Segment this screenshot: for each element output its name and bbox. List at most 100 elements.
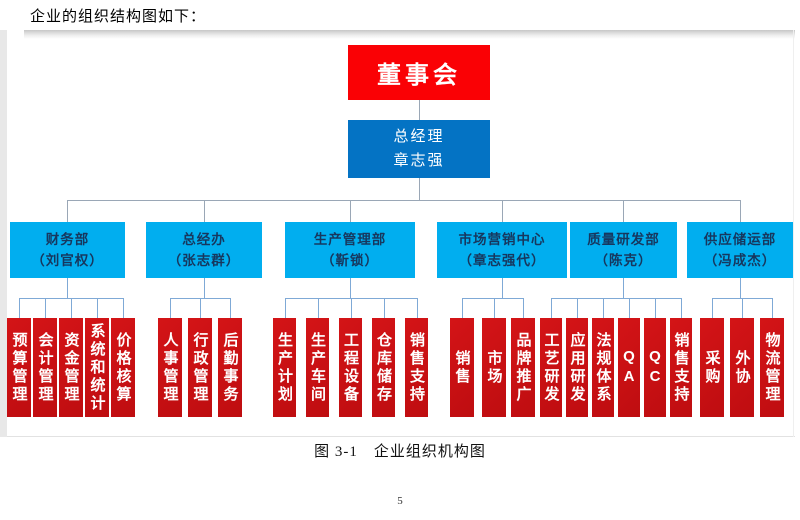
connector-dept-stem-2 — [350, 278, 351, 298]
sub-box-4-2: 法规体系 — [592, 318, 614, 417]
sub-box-0-2: 资金管理 — [59, 318, 83, 417]
sub-box-3-1: 市场 — [482, 318, 506, 417]
dept-name: 质量研发部 — [587, 232, 660, 247]
dept-manager: （张志群） — [167, 253, 241, 268]
connector-drop-dept-1 — [204, 200, 205, 222]
sub-box-4-5: 销售支持 — [670, 318, 692, 417]
connector-drop-sub-2-3 — [383, 298, 385, 318]
connector-drop-sub-4-0 — [551, 298, 552, 318]
connector-dept-stem-4 — [623, 278, 624, 298]
sub-box-0-1: 会计管理 — [33, 318, 57, 417]
sub-label: 价格核算 — [114, 331, 132, 404]
sub-label: 物流管理 — [763, 331, 781, 404]
dept-name: 供应储运部 — [703, 232, 777, 247]
sub-label: QA — [620, 347, 638, 388]
sub-box-2-0: 生产计划 — [273, 318, 296, 417]
connector-drop-sub-5-2 — [772, 298, 773, 318]
connector-drop-sub-4-2 — [603, 298, 604, 318]
page-edge-strip — [0, 30, 7, 437]
sub-label: 销售 — [453, 349, 471, 386]
sub-label: 工程设备 — [342, 331, 359, 404]
dept-name: 财务部 — [45, 232, 90, 247]
gm-box: 总经理章志强 — [348, 120, 490, 178]
connector-drop-sub-5-0 — [712, 298, 713, 318]
sub-label: 生产计划 — [276, 331, 293, 404]
sub-label: 市场 — [485, 349, 503, 386]
connector-drop-dept-3 — [502, 200, 503, 222]
connector-drop-sub-4-3 — [629, 298, 630, 318]
connector-drop-sub-4-4 — [655, 298, 656, 318]
connector-drop-dept-2 — [350, 200, 351, 222]
sub-label: 法规体系 — [594, 331, 612, 404]
connector-drop-dept-0 — [67, 200, 68, 222]
dept-name: 市场营销中心 — [458, 232, 546, 247]
sub-label: 外协 — [733, 349, 751, 386]
sub-label: QC — [646, 347, 664, 388]
sub-box-2-4: 销售支持 — [405, 318, 428, 417]
dept-name: 生产管理部 — [313, 232, 387, 247]
connector-top-bus — [67, 200, 740, 201]
connector-drop-sub-0-3 — [97, 298, 98, 318]
connector-board-gm — [419, 100, 420, 120]
sub-label: 行政管理 — [191, 331, 209, 404]
sub-label: 系统和统计 — [88, 322, 106, 413]
connector-drop-sub-2-4 — [416, 298, 418, 318]
gm-name: 章志强 — [393, 152, 445, 169]
connector-drop-sub-2-0 — [284, 298, 286, 318]
sub-box-1-1: 行政管理 — [188, 318, 212, 417]
sub-box-3-2: 品牌推广 — [511, 318, 535, 417]
connector-drop-sub-3-0 — [462, 298, 463, 318]
connector-drop-sub-1-0 — [170, 298, 171, 318]
sub-box-1-2: 后勤事务 — [218, 318, 242, 417]
board-label: 董事会 — [377, 62, 461, 89]
sub-box-5-2: 物流管理 — [760, 318, 784, 417]
sub-box-0-4: 价格核算 — [111, 318, 135, 417]
connector-group-bus-3 — [462, 298, 523, 299]
sub-box-0-3: 系统和统计 — [85, 318, 109, 417]
sub-label: 会计管理 — [36, 331, 54, 404]
connector-drop-sub-0-1 — [45, 298, 46, 318]
sub-label: 销售支持 — [408, 331, 425, 404]
page-heading: 企业的组织结构图如下： — [30, 9, 207, 25]
dept-box-1: 总经办 （张志群） — [146, 222, 262, 278]
sub-box-2-3: 仓库储存 — [372, 318, 395, 417]
connector-drop-sub-0-2 — [71, 298, 72, 318]
sub-label: 生产车间 — [309, 331, 326, 404]
connector-drop-sub-3-1 — [494, 298, 495, 318]
dept-manager: （冯成杰） — [703, 253, 777, 268]
sub-box-4-4: QC — [644, 318, 666, 417]
sub-label: 工艺研发 — [542, 331, 560, 404]
sub-label: 销售支持 — [672, 331, 690, 404]
connector-dept-stem-5 — [740, 278, 741, 298]
connector-drop-sub-2-1 — [317, 298, 319, 318]
connector-dept-stem-1 — [204, 278, 205, 298]
sub-label: 应用研发 — [568, 331, 586, 404]
board-box: 董事会 — [348, 45, 490, 100]
connector-gm-bus — [419, 178, 420, 200]
dept-manager: （刘官权） — [31, 253, 104, 268]
dept-manager: （陈克） — [594, 253, 653, 268]
dept-manager: （靳锁） — [321, 253, 379, 268]
sub-label: 品牌推广 — [514, 331, 532, 404]
connector-drop-sub-1-2 — [230, 298, 231, 318]
connector-drop-dept-5 — [740, 200, 741, 222]
connector-drop-sub-3-2 — [523, 298, 524, 318]
dept-box-3: 市场营销中心（章志强代） — [437, 222, 567, 278]
figure-top-shadow — [24, 30, 795, 39]
connector-drop-sub-1-1 — [200, 298, 201, 318]
connector-drop-sub-2-2 — [350, 298, 352, 318]
sub-label: 采购 — [703, 349, 721, 386]
page-number: 5 — [397, 495, 403, 507]
gm-title: 总经理 — [393, 128, 445, 145]
dept-box-0: 财务部 （刘官权） — [10, 222, 125, 278]
connector-drop-sub-0-0 — [19, 298, 20, 318]
connector-drop-sub-5-1 — [742, 298, 743, 318]
sub-label: 预算管理 — [10, 331, 28, 404]
sub-box-4-0: 工艺研发 — [540, 318, 562, 417]
connector-group-bus-4 — [551, 298, 681, 299]
connector-drop-sub-4-1 — [577, 298, 578, 318]
dept-name: 总经办 — [182, 232, 226, 247]
sub-box-2-1: 生产车间 — [306, 318, 329, 417]
figure-right-border — [793, 30, 794, 437]
